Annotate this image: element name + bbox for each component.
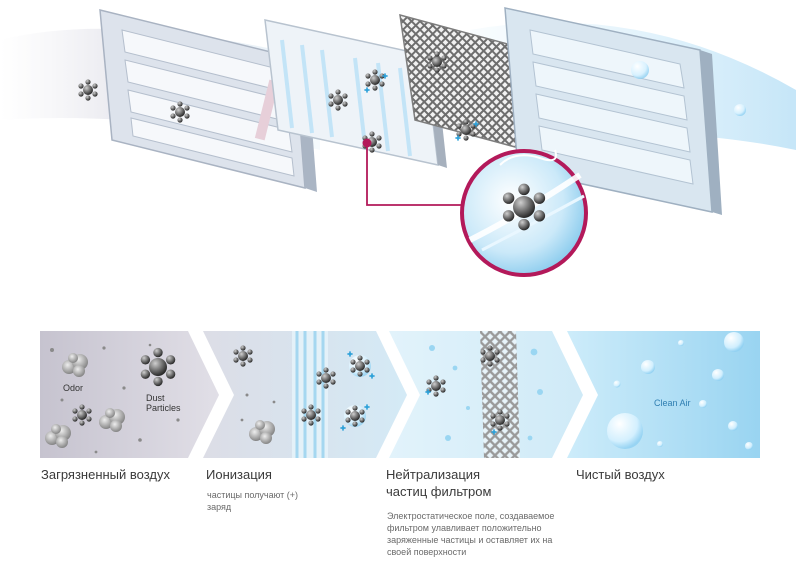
dust-particles-label: Dust Particles — [146, 393, 181, 413]
front-grille-panel — [99, 9, 317, 192]
clean-air-bubbles — [607, 332, 753, 450]
magnifier-callout — [362, 138, 588, 277]
mesh-filter-section — [480, 331, 520, 458]
clean-air-bubble-icon — [734, 104, 746, 116]
stage-title-ionization: Ионизация — [206, 467, 272, 482]
stage-title-clean-air: Чистый воздух — [576, 467, 665, 482]
clean-air-label: Clean Air — [654, 398, 691, 408]
stage-title-dirty-air: Загрязненный воздух — [41, 467, 170, 482]
process-strip — [40, 331, 760, 458]
ionizer-wires — [292, 331, 328, 458]
dust-specks — [50, 343, 180, 454]
odor-label: Odor — [63, 383, 84, 393]
exploded-filter-illustration — [0, 7, 796, 277]
stage-desc-ionization: частицы получают (+) заряд — [207, 490, 299, 512]
dust-specks — [240, 393, 276, 422]
stage-desc-neutralization: Электростатическое поле, создаваемое фил… — [387, 511, 555, 557]
clean-air-bubble-icon — [631, 61, 649, 79]
air-droplets — [429, 345, 543, 441]
stage-title-neutralization: Нейтрализация частиц фильтром — [386, 467, 492, 499]
